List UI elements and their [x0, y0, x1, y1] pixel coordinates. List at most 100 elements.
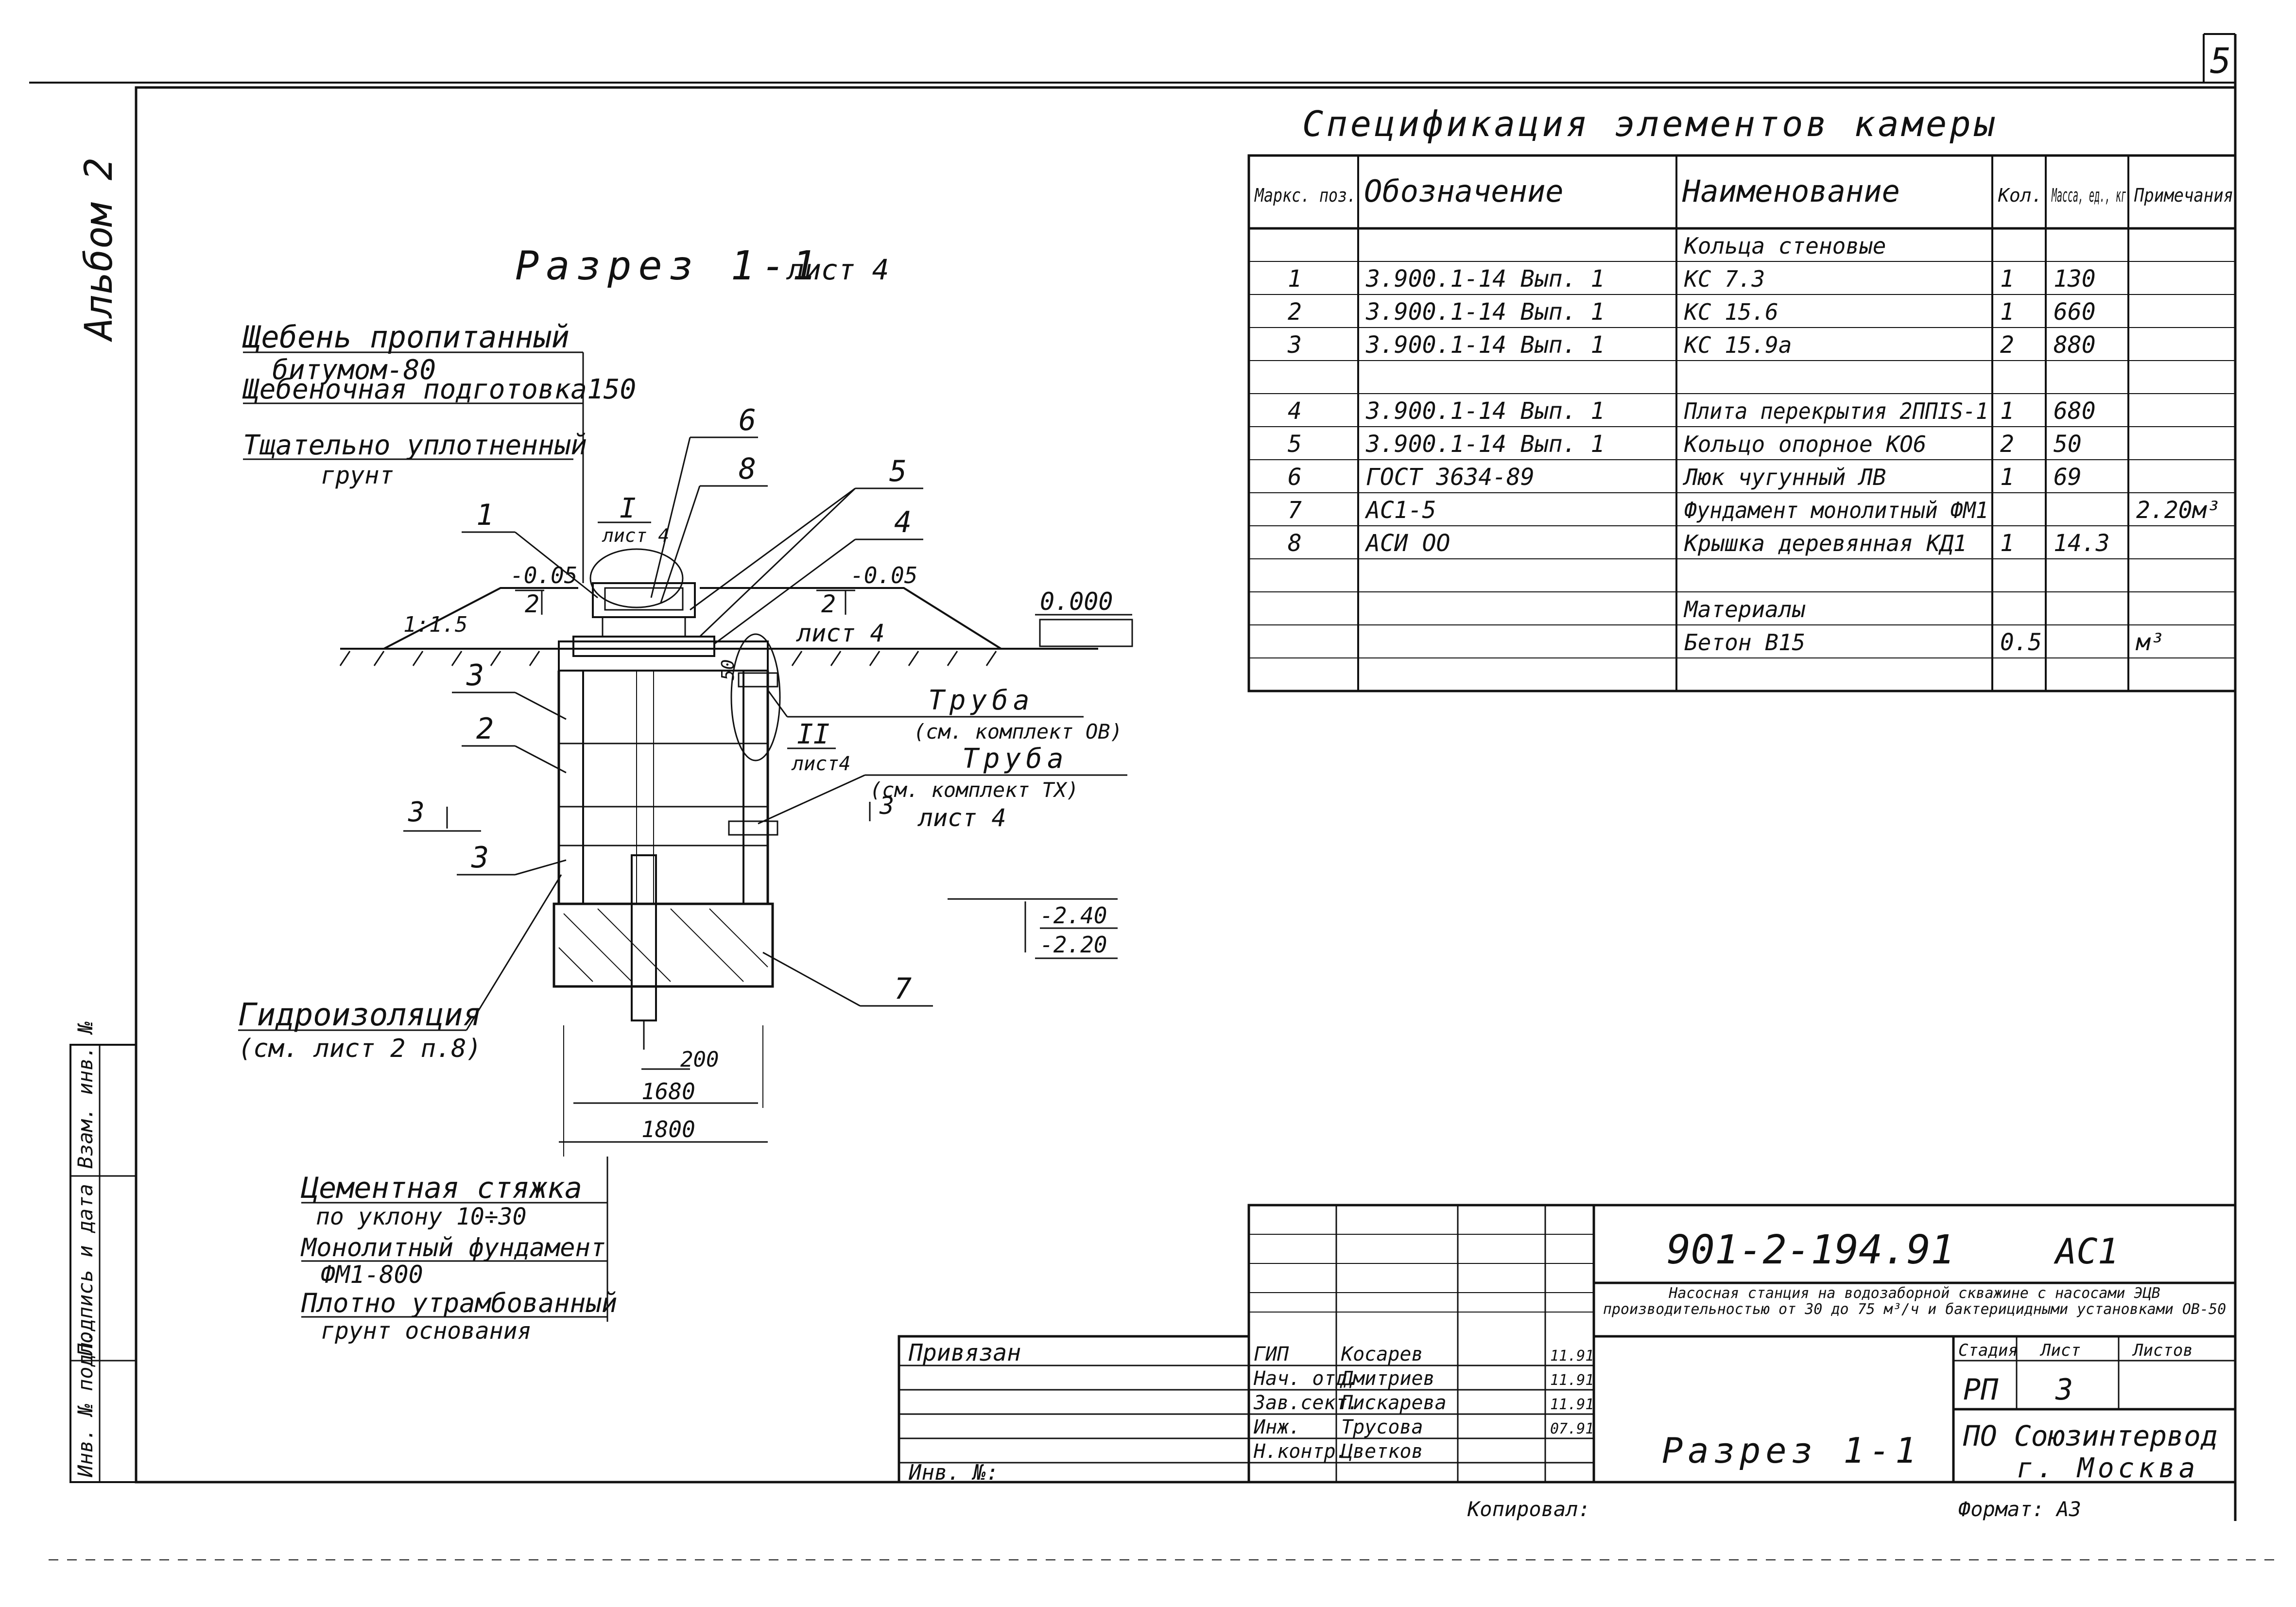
- pipe1-ref: (см. комплект ОВ): [914, 720, 1122, 743]
- note-compacted-1: Тщательно уплотненный: [243, 430, 587, 461]
- slope-label: 1:1.5: [403, 612, 467, 637]
- pipe1-label: Труба: [928, 685, 1035, 716]
- spec-header-2: Наименование: [1682, 173, 1900, 209]
- note-base-1: Плотно утрамбованный: [301, 1288, 617, 1318]
- spec-header-4: Масса, ед., кг: [2051, 185, 2126, 206]
- spec-cell-r3-c3: 2: [2000, 331, 2014, 359]
- note-screed-slope: по уклону 10÷30: [316, 1203, 526, 1230]
- doc-mark: АС1: [2054, 1231, 2119, 1272]
- level-left: -0.05: [510, 562, 577, 588]
- spec-cell-r1-c3: 1: [2000, 265, 2014, 293]
- note-waterproofing-ref: (см. лист 2 п.8): [238, 1034, 482, 1063]
- spec-cell-r1-c0: 1: [1288, 265, 1302, 293]
- dim-1680: 1680: [641, 1078, 695, 1105]
- org-name: ПО Союзинтервод: [1963, 1419, 2218, 1452]
- section-sheet-ref: лист 4: [786, 253, 889, 286]
- spec-table: Спецификация элементов камеры Маркс. поз…: [1247, 104, 2237, 692]
- spec-cell-r9-c2: Крышка деревянная КД1: [1684, 530, 1967, 556]
- spec-cell-r6-c2: Кольцо опорное КО6: [1684, 431, 1927, 457]
- spec-cell-r1-c4: 130: [2054, 265, 2096, 293]
- signature-name-1: Дмитриев: [1340, 1367, 1435, 1390]
- spec-cell-r1-c2: КС 7.3: [1684, 266, 1765, 292]
- note-crushed-stone-prep: Щебеночная подготовка150: [242, 374, 636, 405]
- sheet-title: Разрез 1-1: [1662, 1430, 1921, 1471]
- signature-name-4: Цветков: [1341, 1440, 1423, 1463]
- level-right: -0.05: [850, 562, 917, 588]
- section-drawing: Разрез 1-1 лист 4 Щебень пропитанный бит…: [238, 243, 1133, 1345]
- node-I-sheet: лист 4: [602, 525, 669, 546]
- spec-cell-r2-c1: 3.900.1-14 Вып. 1: [1365, 298, 1605, 326]
- spec-cell-r9-c0: 8: [1288, 530, 1302, 557]
- spec-header-3: Кол.: [1998, 185, 2043, 206]
- pos-5: 5: [889, 454, 907, 488]
- signature-date-1: 11.91: [1550, 1372, 1594, 1389]
- level-bottom-1: -2.40: [1040, 902, 1107, 929]
- spec-cell-r0-c2: Кольца стеновые: [1684, 233, 1886, 259]
- pos-8: 8: [739, 452, 756, 486]
- pos-1: 1: [476, 498, 494, 532]
- spec-cell-r12-c3: 0.5: [2000, 629, 2042, 656]
- node-II-sheet: лист4: [791, 753, 850, 775]
- title-block: 901-2-194.91 АС1 Насосная станция на вод…: [898, 1204, 2237, 1521]
- spec-cell-r3-c1: 3.900.1-14 Вып. 1: [1365, 331, 1605, 359]
- signature-role-3: Инж.: [1253, 1416, 1300, 1438]
- spec-cell-r9-c3: 1: [2000, 530, 2014, 557]
- spec-cell-r8-c1: АС1-5: [1364, 497, 1436, 524]
- spec-header-0: Маркс. поз.: [1254, 185, 1356, 206]
- copied-label: Копировал:: [1467, 1497, 1590, 1521]
- spec-cell-r11-c2: Материалы: [1683, 596, 1806, 622]
- pos-7: 7: [894, 972, 912, 1006]
- section-title: Разрез 1-1: [515, 243, 823, 289]
- signature-role-0: ГИП: [1254, 1343, 1289, 1365]
- offset-50: 50: [718, 659, 738, 680]
- sheets-header: Листов: [2132, 1341, 2193, 1360]
- spec-cell-r5-c2: Плита перекрытия 2ППIS-1: [1684, 398, 1988, 424]
- pos-6: 6: [739, 403, 756, 437]
- spec-cell-r7-c1: ГОСТ 3634-89: [1366, 464, 1535, 491]
- spec-cell-r2-c4: 660: [2054, 298, 2096, 326]
- margin-vzam: Взам. инв. №: [73, 1021, 97, 1169]
- signature-name-3: Трусова: [1341, 1416, 1423, 1438]
- sec-2-right: 2: [821, 590, 836, 618]
- signature-name-2: Пискарева: [1341, 1392, 1447, 1414]
- spec-cell-r3-c4: 880: [2054, 331, 2096, 359]
- signature-date-0: 11.91: [1550, 1348, 1594, 1365]
- spec-cell-r9-c4: 14.3: [2054, 530, 2110, 557]
- margin-sign-date: Подпись и дата: [73, 1184, 97, 1356]
- sheet-number: 5: [2210, 40, 2231, 81]
- spec-cell-r7-c3: 1: [2000, 464, 2014, 491]
- margin-inv-podl: Инв. № подл.: [73, 1330, 97, 1478]
- pos-4: 4: [894, 505, 912, 539]
- note-screed: Цементная стяжка: [301, 1171, 582, 1205]
- spec-header-1: Обозначение: [1364, 173, 1564, 209]
- inv-label: Инв. №:: [908, 1460, 999, 1485]
- note-monolithic-mark: ФМ1-800: [321, 1261, 423, 1289]
- pipe2-label: Труба: [962, 743, 1069, 775]
- spec-cell-r7-c4: 69: [2054, 464, 2082, 491]
- level-top: 0.000: [1040, 588, 1113, 616]
- sec-3-left: 3: [408, 796, 425, 828]
- spec-title: Спецификация элементов камеры: [1302, 104, 1998, 144]
- spec-cell-r3-c0: 3: [1287, 331, 1302, 359]
- spec-cell-r5-c0: 4: [1288, 397, 1302, 425]
- spec-cell-r12-c2: Бетон В15: [1684, 629, 1805, 656]
- spec-cell-r8-c0: 7: [1288, 497, 1302, 524]
- signature-role-1: Нач. отд.: [1253, 1367, 1359, 1390]
- doc-code: 901-2-194.91: [1667, 1227, 1954, 1273]
- spec-cell-r8-c2: Фундамент монолитный ФМ1: [1684, 497, 1988, 523]
- spec-cell-r7-c2: Люк чугунный ЛВ: [1682, 464, 1886, 490]
- spec-cell-r3-c2: КС 15.9а: [1684, 332, 1792, 358]
- spec-cell-r9-c1: АСИ ОО: [1364, 530, 1450, 557]
- stage-header: Стадия: [1958, 1341, 2018, 1360]
- spec-header-5: Примечания: [2134, 185, 2233, 206]
- spec-cell-r2-c3: 1: [2000, 298, 2014, 326]
- node-I: I: [620, 493, 636, 524]
- note-monolithic: Монолитный фундамент: [300, 1233, 605, 1262]
- sec-2-right-sheet: лист 4: [796, 619, 885, 647]
- project-description: Насосная станция на водозаборной скважин…: [1603, 1285, 2227, 1318]
- sheet-header: Лист: [2039, 1341, 2081, 1360]
- level-bottom-2: -2.20: [1040, 932, 1107, 958]
- spec-cell-r6-c0: 5: [1288, 431, 1302, 458]
- spec-cell-r12-c5: м³: [2135, 629, 2164, 656]
